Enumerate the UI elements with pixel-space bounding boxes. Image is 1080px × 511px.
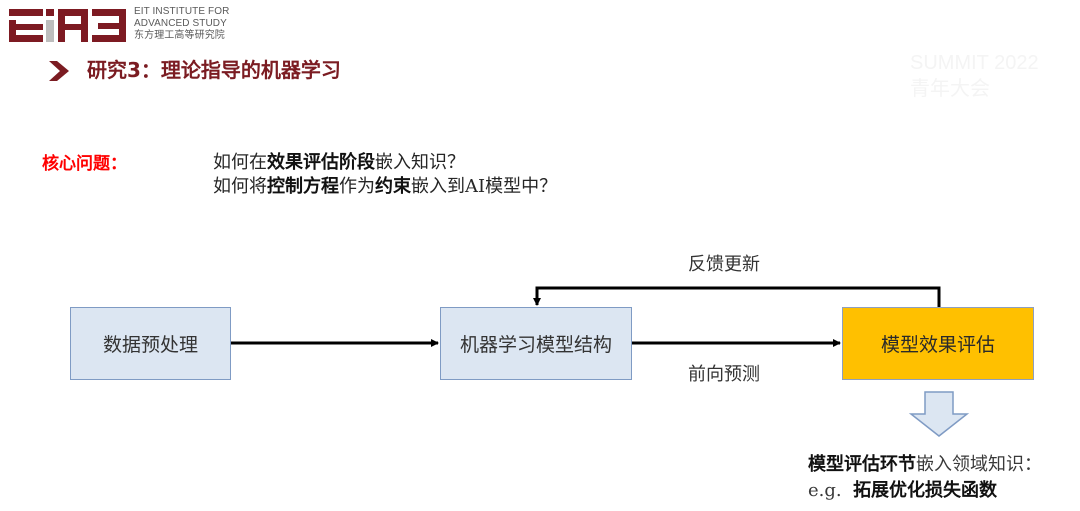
watermark: SUMMIT 2022 青年大会 bbox=[910, 50, 1039, 102]
core-question-label: 核心问题： bbox=[42, 154, 127, 174]
arrow-feedback bbox=[533, 286, 941, 308]
chevron-right-icon bbox=[49, 61, 69, 81]
emphasis-segment: 约束 bbox=[375, 176, 411, 197]
text-segment: 嵌入领域知识： bbox=[916, 454, 1042, 475]
node-data-preprocessing: 数据预处理 bbox=[70, 307, 231, 380]
note-line-2: e.g. 拓展优化损失函数 bbox=[808, 479, 997, 503]
feedback-label: 反馈更新 bbox=[688, 254, 760, 275]
emphasis-segment: 模型评估环节 bbox=[808, 454, 916, 475]
watermark-line: SUMMIT 2022 bbox=[910, 52, 1039, 74]
text-segment: 如何在 bbox=[213, 152, 267, 173]
text-segment: 嵌入到AI模型中？ bbox=[411, 176, 558, 197]
core-question-line-2: 如何将控制方程作为约束嵌入到AI模型中？ bbox=[213, 175, 557, 199]
core-question-line-1: 如何在效果评估阶段嵌入知识？ bbox=[213, 151, 465, 175]
page-title: 研究3：理论指导的机器学习 bbox=[87, 58, 341, 82]
logo-text: EIT INSTITUTE FOR ADVANCED STUDY 东方理工高等研… bbox=[134, 6, 229, 42]
text-segment: 作为 bbox=[339, 176, 375, 197]
logo-line: ADVANCED STUDY bbox=[134, 18, 227, 29]
watermark-line: 青年大会 bbox=[910, 78, 990, 100]
text-segment: 嵌入知识？ bbox=[375, 152, 465, 173]
down-arrow-icon bbox=[908, 391, 970, 437]
node-model-evaluation: 模型效果评估 bbox=[842, 307, 1034, 380]
emphasis-segment: 效果评估阶段 bbox=[267, 152, 375, 173]
node-label: 机器学习模型结构 bbox=[459, 334, 612, 356]
logo-line: 东方理工高等研究院 bbox=[134, 30, 225, 41]
emphasis-segment: 拓展优化损失函数 bbox=[853, 480, 998, 501]
forward-label: 前向预测 bbox=[688, 364, 760, 385]
note-line-1: 模型评估环节嵌入领域知识： bbox=[808, 453, 1042, 477]
text-segment: e.g. bbox=[808, 480, 854, 501]
node-ml-model-structure: 机器学习模型结构 bbox=[440, 307, 632, 380]
logo-line: EIT INSTITUTE FOR bbox=[134, 6, 230, 17]
emphasis-segment: 控制方程 bbox=[267, 176, 339, 197]
node-label: 模型效果评估 bbox=[880, 334, 995, 356]
node-label: 数据预处理 bbox=[102, 334, 198, 356]
text-segment: 如何将 bbox=[213, 176, 267, 197]
